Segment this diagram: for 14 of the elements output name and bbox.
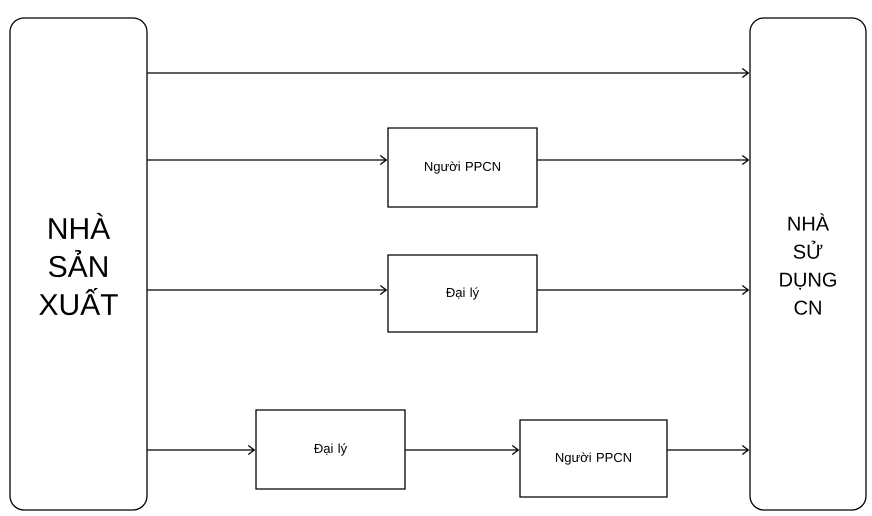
arrow: [668, 444, 750, 455]
arrow: [538, 154, 750, 166]
arrow: [148, 68, 750, 78]
arrow: [148, 154, 388, 166]
arrow: [148, 444, 256, 455]
side-panel: NHÀ SẢN XUẤT: [9, 17, 148, 511]
arrow: [148, 284, 388, 295]
process-box: Người PPCN: [387, 127, 538, 208]
side-panel: NHÀ SỬ DỤNG CN: [749, 17, 867, 511]
process-box: Người PPCN: [519, 419, 668, 498]
process-box: Đại lý: [387, 254, 538, 333]
process-box: Đại lý: [255, 409, 406, 490]
arrow: [406, 444, 520, 455]
arrow: [538, 284, 750, 295]
